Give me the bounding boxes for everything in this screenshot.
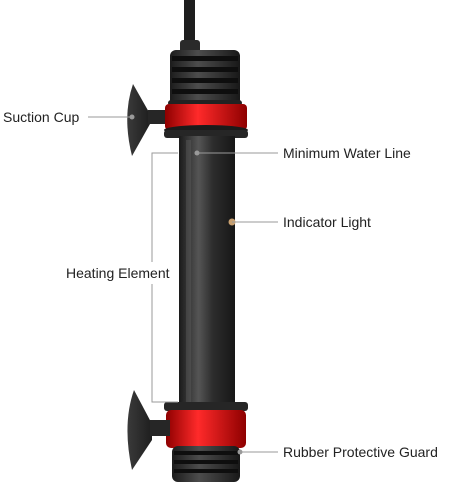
water-line-marker [194,150,200,156]
power-cord [184,0,195,48]
leader-lines [88,116,278,453]
suction-cup-top-icon [127,84,170,156]
suction-cup-bottom-icon [127,390,170,470]
label-heating-element: Heating Element [66,265,170,281]
label-indicator-light: Indicator Light [283,214,371,230]
bottom-ribbed-cap [172,446,240,482]
heating-tube [179,136,235,408]
label-minimum-water-line: Minimum Water Line [283,145,411,161]
top-red-band [164,104,248,138]
bottom-red-band [164,402,248,448]
label-rubber-protective-guard: Rubber Protective Guard [283,444,438,460]
suction-cup-marker [129,114,135,120]
label-suction-cup: Suction Cup [3,109,80,125]
guard-marker [237,449,243,455]
bracket-heating-element [151,152,178,403]
top-ribbed-cap [168,50,242,108]
